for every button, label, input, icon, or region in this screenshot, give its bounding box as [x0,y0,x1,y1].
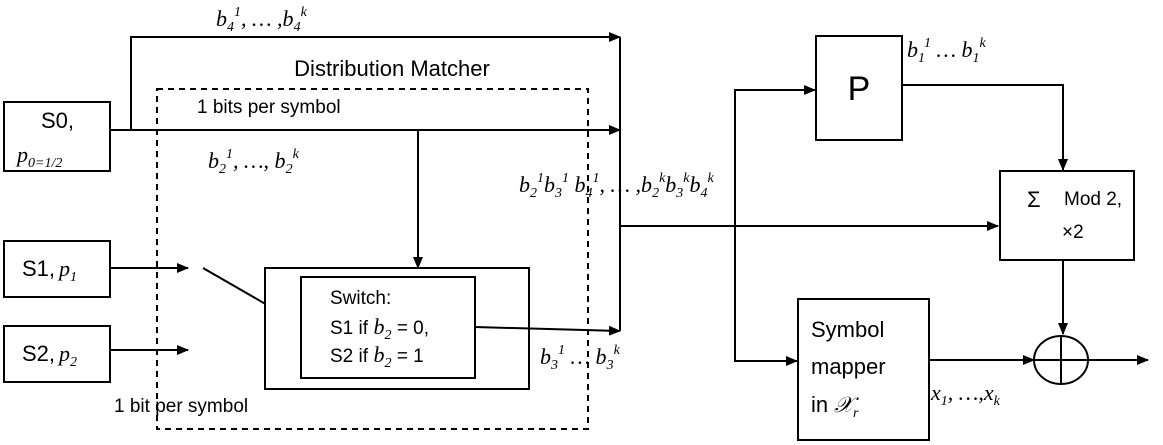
label-x: x1, …,xk [930,380,1001,409]
source-s2-box [3,325,111,383]
source-s0-label: S0, [41,108,74,133]
switch-output-arrow [474,325,621,336]
label-b1: b11 … b1k [907,36,987,66]
sum-mod2-block [999,170,1135,261]
bus-to-mapper-arrow [734,226,798,366]
p-block [815,35,903,141]
label-1-bit-per-symbol: 1 bit per symbol [114,396,248,417]
switch-rule-s2: S2 if b2 = 1 [330,342,424,371]
bus-to-p-arrow [620,85,816,227]
symbol-mapper-block [797,298,930,441]
label-merged-bits: b21b31 b41, … ,b2kb3kb4k [519,171,715,201]
source-s2-label: S2, [22,341,55,366]
mod2-label: Mod 2, [1064,189,1122,210]
mapper-line2: mapper [811,354,886,379]
source-s1-label: S1, [22,256,55,281]
switch-title: Switch: [330,288,391,309]
source-s1-box [3,240,111,298]
p-block-label: P [848,70,871,108]
switch-rule-s1: S1 if b2 = 0, [330,314,429,343]
label-b3: b31 … b3k [540,343,621,373]
xor-circle [1033,335,1089,385]
label-1-bits-per-symbol: 1 bits per symbol [197,97,341,118]
p-to-sum-arrow [902,84,1068,171]
s0-bypass-arrow [130,32,621,130]
source-s0-box [3,101,111,172]
mapper-line1: Symbol [811,317,884,342]
label-b2: b21, …, b2k [208,147,300,177]
switch-inner-box [300,276,476,379]
times2-label: ×2 [1062,222,1084,243]
distribution-matcher-title: Distribution Matcher [294,56,490,81]
label-b4: b41, … ,b4k [216,5,308,35]
sum-symbol: Σ [1027,187,1041,212]
